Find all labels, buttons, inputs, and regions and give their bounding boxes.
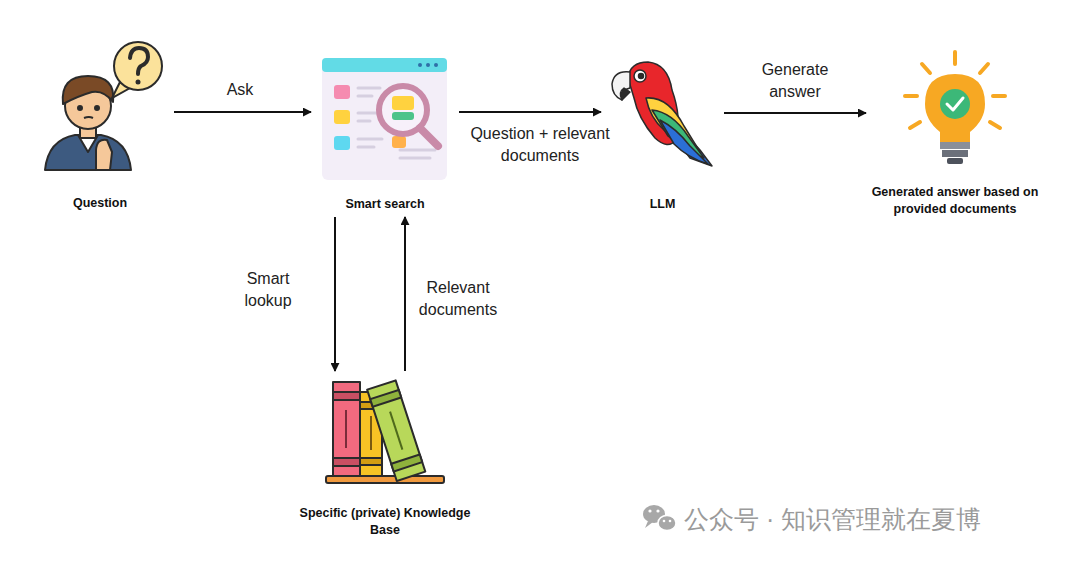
parrot-icon <box>612 62 712 166</box>
flow-arrow <box>724 112 866 114</box>
edge-label: Smart lookup <box>231 268 305 312</box>
books-icon <box>326 380 444 483</box>
edge-label: Generate answer <box>738 59 852 103</box>
edge-label: Question + relevant documents <box>463 123 617 167</box>
lightbulb-icon <box>905 52 1005 164</box>
knowledge-base-node: Specific (private) Knowledge Base <box>290 375 480 539</box>
edge-label: Ask <box>198 79 282 101</box>
search-window-icon <box>322 58 447 180</box>
watermark-text: 公众号 · 知识管理就在夏博 <box>684 504 981 534</box>
edge-label: Relevant documents <box>406 277 510 321</box>
question-node: Question <box>30 40 170 212</box>
llm-node: LLM <box>605 60 720 213</box>
node-caption: Question <box>30 195 170 212</box>
node-caption: Specific (private) Knowledge Base <box>290 505 480 539</box>
flow-arrow <box>334 217 336 371</box>
node-caption: Generated answer based on provided docum… <box>870 184 1040 218</box>
answer-node: Generated answer based on provided docum… <box>870 50 1040 218</box>
node-caption: LLM <box>605 196 720 213</box>
question-bubble-icon <box>112 42 162 98</box>
wechat-logo <box>643 505 676 531</box>
flow-arrow <box>174 111 311 113</box>
flow-arrow <box>459 111 601 113</box>
node-caption: Smart search <box>315 196 455 213</box>
person-icon <box>45 76 131 170</box>
search-node: Smart search <box>315 58 455 213</box>
